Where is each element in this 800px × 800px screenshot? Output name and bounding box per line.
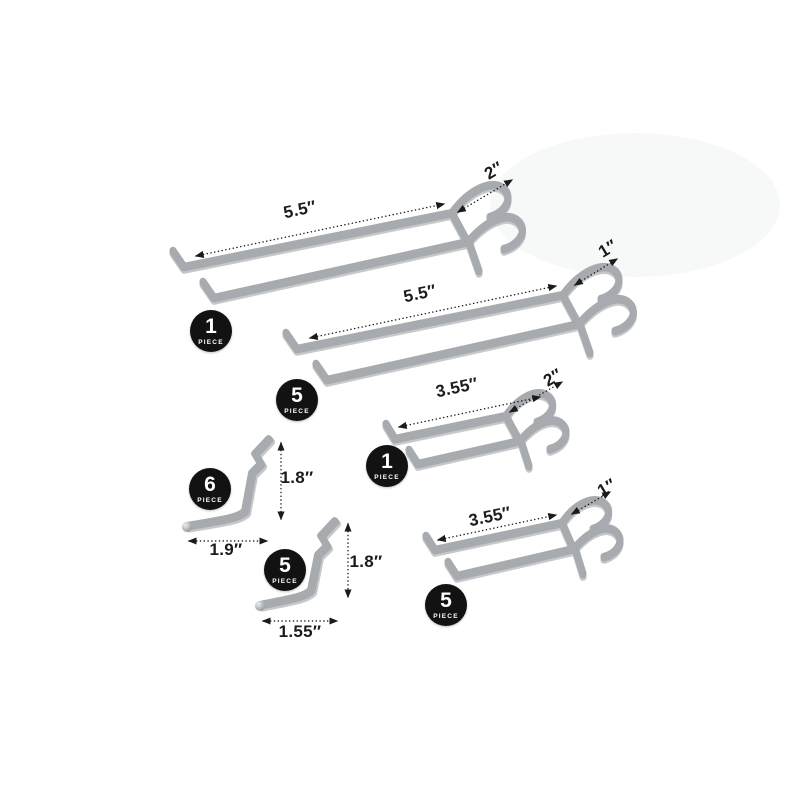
dim-line-hook2-depth [573, 258, 619, 286]
soft-shadow [490, 133, 780, 277]
ball-tip [182, 522, 192, 532]
piece-count-unit-label: PIECE [197, 497, 223, 504]
dim-line-hook1-length [194, 202, 446, 258]
dim-line-hook3-length [397, 395, 542, 429]
piece-count-badge-hook2: 5 PIECE [276, 379, 318, 421]
piece-count-badge-hook1: 1 PIECE [190, 310, 232, 352]
l-hook-1-8in-1-9in [182, 439, 272, 532]
piece-count-number: 6 [204, 473, 216, 496]
dim-line-hook2-length [308, 284, 558, 340]
dimension-label-lhook1-width: 1.9″ [209, 540, 243, 559]
pegboard-hook-3-55in-1in [422, 500, 620, 580]
dim-line-hook3-depth [508, 381, 564, 413]
dimension-label-lhook2-width: 1.55″ [278, 622, 322, 641]
piece-count-badge-hook4: 5 PIECE [425, 584, 467, 626]
piece-count-badge-lhook2: 5 PIECE [264, 549, 306, 591]
pegboard-hook-5-5in-2in [169, 184, 522, 301]
l-hook-1-8in-1-55in [255, 521, 338, 611]
pegboard-hook-5-5in-1in [282, 266, 633, 383]
piece-count-unit-label: PIECE [433, 613, 459, 620]
piece-count-unit-label: PIECE [272, 578, 298, 585]
dimension-label-lhook1-height: 1.8″ [280, 468, 314, 487]
pegboard-hook-3-55in-2in [382, 393, 566, 470]
piece-count-unit-label: PIECE [284, 408, 310, 415]
piece-count-number: 1 [381, 450, 393, 473]
dimension-annotations [187, 179, 619, 625]
piece-count-badge-lhook1: 6 PIECE [189, 468, 231, 510]
piece-count-number: 5 [279, 554, 291, 577]
piece-count-unit-label: PIECE [198, 339, 224, 346]
dim-line-hook4-length [436, 513, 558, 542]
piece-count-unit-label: PIECE [374, 474, 400, 481]
dimension-label-lhook2-height: 1.8″ [349, 552, 383, 571]
piece-count-number: 5 [291, 384, 303, 407]
ball-tip [255, 601, 265, 611]
piece-count-number: 5 [440, 589, 452, 612]
dim-line-hook4-depth [570, 491, 612, 515]
piece-count-number: 1 [205, 315, 217, 338]
piece-count-badge-hook3: 1 PIECE [366, 445, 408, 487]
